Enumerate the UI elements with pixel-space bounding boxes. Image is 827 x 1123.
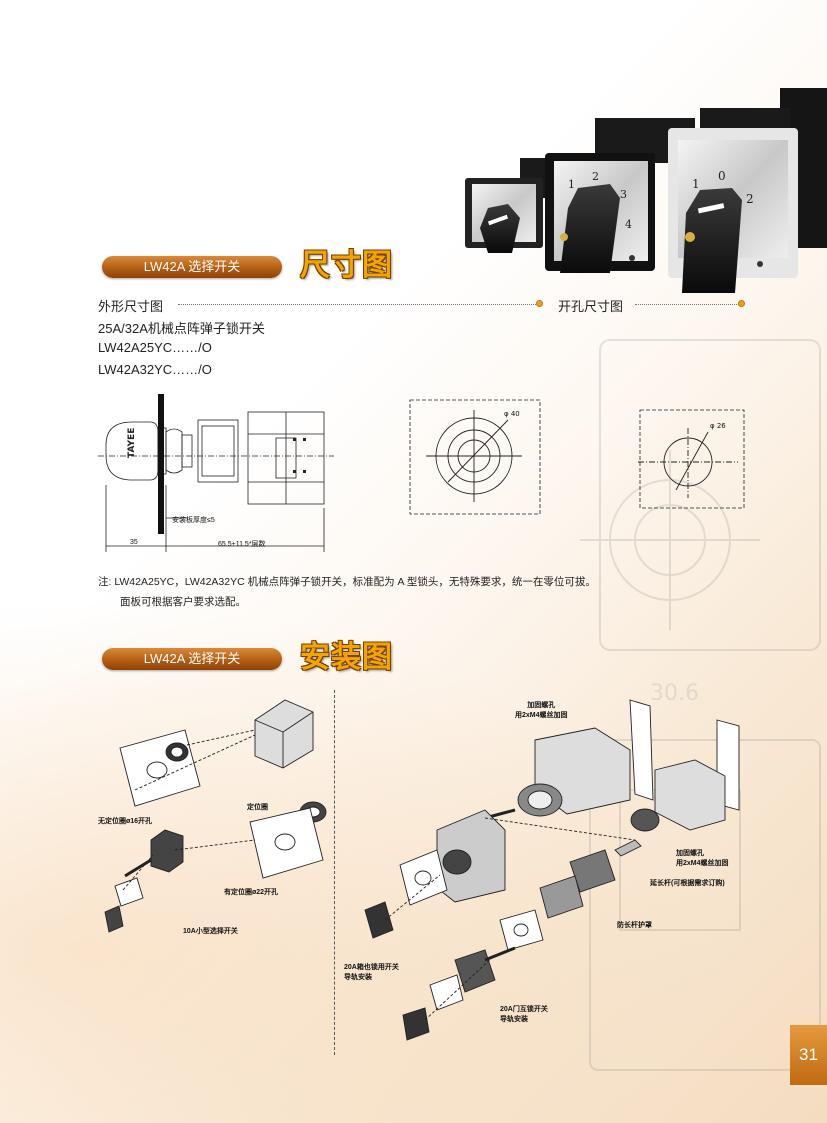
product-photo: 1 2 3 4 1 0 2 — [465, 88, 827, 293]
page-number: 31 — [790, 1025, 827, 1085]
section-tag-dimensions: LW42A 选择开关 — [102, 256, 282, 278]
note-line-1: 注: LW42A25YC，LW42A32YC 机械点阵弹子锁开关，标准配为 A … — [98, 576, 596, 588]
label-fix-top: 加固螺孔 用2xM4螺丝加固 — [515, 702, 568, 719]
outline-dimension-drawing: TAYEE — [98, 394, 334, 552]
diameter-40-label: φ 40 — [504, 410, 520, 418]
svg-text:1: 1 — [692, 177, 700, 191]
cutout-leader-line — [635, 304, 739, 305]
key-brand-text: TAYEE — [127, 428, 137, 458]
label-no-positioning-ring: 无定位圈ø16开孔 — [98, 818, 153, 825]
panel-thickness-label: 安装板厚度≤5 — [172, 517, 215, 524]
label-with-positioning-ring: 有定位圈ø22开孔 — [224, 889, 279, 896]
label-positioning-ring: 定位圈 — [247, 804, 268, 811]
section-title-installation: 安装图 — [300, 640, 393, 675]
note-line-2: 面板可根据客户要求选配。 — [120, 596, 246, 608]
dimension-right-length: 65.5+11.5*层数 — [218, 541, 266, 548]
leader-dot-left — [536, 300, 543, 307]
label-guard: 防长杆护罩 — [617, 922, 652, 929]
leader-dot-right — [738, 300, 745, 307]
cutout-drawing-26: φ 26 — [638, 409, 745, 509]
svg-text:0: 0 — [718, 169, 726, 183]
outline-heading: 外形尺寸图 — [98, 299, 164, 314]
label-20a-door: 20A箱也锁用开关 导轨安装 — [344, 964, 399, 981]
label-fix-right: 加固螺孔 用2xM4螺丝加固 — [676, 850, 729, 867]
cutout-drawing-40: φ 40 — [409, 399, 541, 515]
outline-line-1: 25A/32A机械点阵弹子锁开关 — [98, 321, 265, 336]
outline-line-2: LW42A25YC……/O — [98, 340, 212, 355]
section-title-dimensions: 尺寸图 — [300, 248, 393, 283]
section-tag-installation: LW42A 选择开关 — [102, 648, 282, 670]
svg-text:2: 2 — [592, 170, 599, 183]
svg-text:2: 2 — [746, 192, 754, 206]
dimension-left-length: 35 — [130, 539, 138, 546]
svg-text:4: 4 — [625, 218, 632, 231]
outline-leader-line — [178, 304, 536, 305]
install-drawing-right — [364, 699, 740, 1041]
svg-text:1: 1 — [568, 178, 575, 191]
label-20a-standard: 20A门互锁开关 导轨安装 — [500, 1006, 548, 1023]
outline-line-3: LW42A32YC……/O — [98, 362, 212, 377]
svg-text:3: 3 — [620, 188, 627, 201]
label-extension-rod: 延长杆(可根据需求订购) — [650, 880, 725, 887]
diameter-26-label: φ 26 — [710, 422, 726, 430]
installation-divider — [334, 690, 335, 1055]
install-left-caption: 10A小型选择开关 — [183, 928, 238, 935]
install-drawing-left — [104, 699, 327, 933]
cutout-heading: 开孔尺寸图 — [558, 299, 624, 314]
